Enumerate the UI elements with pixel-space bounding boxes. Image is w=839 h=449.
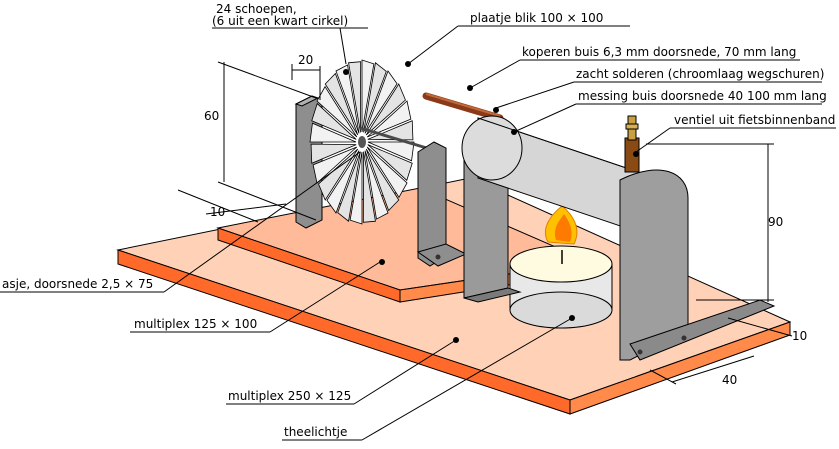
turbine-wheel: [309, 59, 415, 225]
valve: [624, 115, 640, 173]
label-blades: 24 schoepen,: [216, 2, 297, 16]
turbine-blade: [364, 150, 389, 220]
turbine-blade: [367, 141, 415, 162]
label-copper-tube: koperen buis 6,3 mm doorsnede, 70 mm lan…: [522, 45, 796, 59]
turbine-blade: [366, 100, 412, 138]
turbine-blade: [337, 151, 361, 222]
turbine-blade: [335, 64, 360, 134]
leader-dots: [343, 61, 639, 343]
label-valve: ventiel uit fietsbinnenband: [674, 113, 835, 127]
turbine-blade: [324, 72, 359, 136]
turbine-blade: [316, 85, 358, 138]
turbine-blade: [318, 148, 359, 201]
label-solder: zacht solderen (chroomlaag wegschuren): [576, 67, 824, 81]
turbine-blade: [362, 151, 376, 223]
brass-tube: [461, 115, 651, 237]
turbine-hub: [358, 136, 366, 148]
turbine-blade: [361, 59, 375, 133]
turbine-blade: [310, 143, 357, 164]
candle-flame: [544, 205, 578, 245]
label-board-small: multiplex 125 × 100: [134, 317, 257, 331]
turbine-blade: [348, 61, 362, 133]
dim-90: 90: [768, 215, 783, 229]
label-blades-sub: (6 uit een kwart cirkel): [212, 14, 348, 28]
turbine-blade: [367, 144, 413, 182]
label-tealight: theelichtje: [284, 425, 347, 439]
dim-60: 60: [204, 109, 219, 123]
label-plate: plaatje blik 100 × 100: [470, 11, 603, 25]
dim-10-left: 10: [210, 205, 225, 219]
turbine-blade: [312, 146, 358, 184]
turbine-blade: [364, 70, 398, 134]
turbine-blade: [365, 148, 400, 212]
label-brass-tube: messing buis doorsnede 40 100 mm lang: [578, 89, 827, 103]
turbine-blade: [349, 151, 363, 225]
tealight: [509, 245, 613, 329]
turbine-blade: [326, 150, 360, 214]
turbine-blade: [365, 83, 406, 136]
dim-40: 40: [722, 373, 737, 387]
dim-20: 20: [298, 53, 313, 67]
turbine-blade: [311, 102, 357, 140]
label-axle: asje, doorsnede 2,5 × 75: [2, 277, 153, 291]
label-board-large: multiplex 250 × 125: [228, 389, 351, 403]
boiler-left-leg: [463, 157, 522, 303]
turbine-blade: [309, 122, 357, 143]
dimension-lines: [177, 61, 793, 385]
dim-10-right: 10: [792, 329, 807, 343]
turbine-blade: [366, 146, 408, 199]
leader-lines: [0, 25, 836, 441]
turbine-blade: [363, 62, 387, 133]
copper-tube: [422, 92, 504, 122]
boiler-right-leg: [619, 169, 776, 361]
right-small-bracket: [416, 141, 468, 267]
